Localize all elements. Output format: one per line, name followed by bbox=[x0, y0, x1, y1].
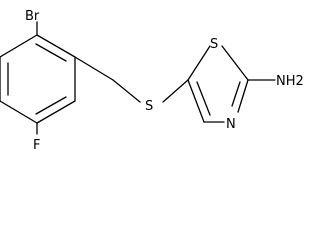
bond-benzene-c6-c1 bbox=[0, 34, 38, 58]
bond-ch2-s bbox=[112, 79, 141, 103]
bond-thiazole-c4-c5 bbox=[187, 79, 205, 123]
bond-thiazole-inner-c4-c5 bbox=[196, 81, 211, 116]
bond-benzene-inner-2 bbox=[35, 96, 67, 115]
bond-benzene-c1-c2 bbox=[36, 34, 76, 58]
bond-thiazole-s1-c2 bbox=[221, 45, 249, 81]
atom-label-n-ring: N bbox=[226, 117, 236, 132]
atom-label-s-linker: S bbox=[145, 99, 153, 114]
atom-label-amine: NH2 bbox=[276, 74, 304, 89]
bond-benzene-c3-c4 bbox=[36, 100, 76, 124]
atom-label-br: Br bbox=[25, 9, 40, 24]
chemical-structure: Br F S S N NH2 bbox=[0, 9, 304, 153]
bond-thiazole-c5-s1 bbox=[187, 45, 211, 81]
atom-label-s-ring: S bbox=[210, 37, 218, 52]
bond-benzene-c4-c5 bbox=[0, 100, 38, 124]
atom-label-f: F bbox=[33, 138, 40, 153]
bond-thiazole-inner-c2-n3 bbox=[231, 81, 241, 107]
bond-thiazole-c2-n3 bbox=[237, 79, 249, 113]
bond-aryl-ch2 bbox=[74, 56, 114, 81]
bond-benzene-inner-1 bbox=[35, 43, 67, 62]
bond-s-thiazole bbox=[162, 79, 189, 103]
